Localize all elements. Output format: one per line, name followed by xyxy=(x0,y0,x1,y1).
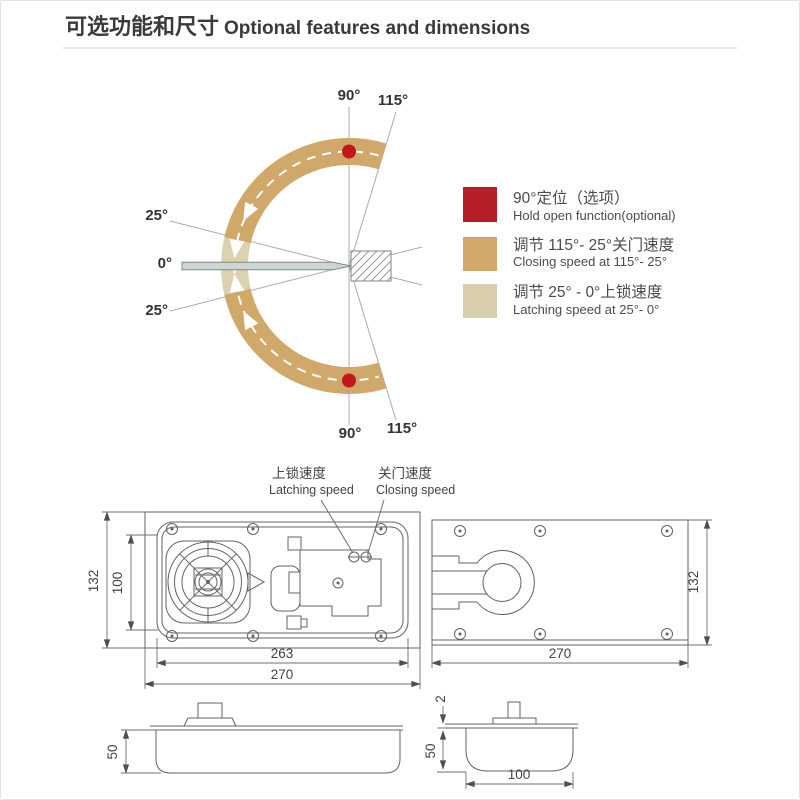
adjuster-labels: 上锁速度 Latching speed 关门速度 Closing speed xyxy=(269,466,455,497)
closing-speed-band-upper xyxy=(224,138,387,244)
dim-263: 263 xyxy=(271,646,294,661)
tub-body-side xyxy=(155,730,401,774)
label-25-lower: 25° xyxy=(145,302,168,319)
dim-100: 100 xyxy=(508,767,531,782)
label-0: 0° xyxy=(158,255,172,272)
body-outer-rect xyxy=(144,511,421,649)
spindle-base-side xyxy=(183,717,237,727)
arrow-lower-inner xyxy=(229,274,245,293)
spindle-center xyxy=(206,580,210,584)
speed-adjustment-screws xyxy=(348,551,372,563)
legend-latching-zh: 调节 25° - 0°上锁速度 xyxy=(513,283,662,301)
door-leaf xyxy=(181,261,352,271)
cover-screw-holes xyxy=(454,525,673,640)
spring-mechanism xyxy=(165,540,266,624)
cover-plan-dimensions xyxy=(431,519,712,668)
cam-tip xyxy=(247,572,266,592)
dim-132-left: 132 xyxy=(86,570,101,593)
dim-270-body: 270 xyxy=(271,667,294,682)
legend-swatch-closing xyxy=(463,237,497,271)
body-end-view xyxy=(445,701,578,772)
body-plan-dimensions xyxy=(102,511,421,689)
spindle-base-end xyxy=(492,717,537,725)
legend-swatch-hold-open xyxy=(463,187,497,222)
dim-132-cover: 132 xyxy=(686,571,701,594)
adjuster-callouts: 上锁速度 Latching speed 关门速度 Closing speed xyxy=(269,466,455,554)
angle-labels: 90° 115° 25° 0° 25° 90° 115° xyxy=(145,87,417,442)
body-end-dimensions xyxy=(437,706,574,789)
closing-speed-label-en: Closing speed xyxy=(376,483,455,497)
spindle-square xyxy=(193,567,223,597)
body-plan-dim-text: 132 100 263 270 xyxy=(86,570,293,682)
label-25-upper: 25° xyxy=(145,207,168,224)
dim-50-side: 50 xyxy=(105,744,120,759)
cover-rect xyxy=(431,519,689,646)
latching-speed-label-en: Latching speed xyxy=(269,483,354,497)
dim-2: 2 xyxy=(433,695,448,703)
keyhole-cutout xyxy=(432,550,535,615)
body-side-dimensions xyxy=(121,729,161,774)
legend-closing-en: Closing speed at 115°- 25° xyxy=(513,254,667,269)
line-115deg-upper xyxy=(348,111,397,267)
tub-body-end xyxy=(465,728,574,772)
page-title-en: Optional features and dimensions xyxy=(224,18,530,39)
line-115deg-lower xyxy=(348,265,397,421)
label-90-bottom: 90° xyxy=(339,425,362,442)
hatch-lines xyxy=(350,250,392,282)
label-115-bottom: 115° xyxy=(387,420,417,437)
valve-plate xyxy=(286,536,382,630)
hold-open-dot-upper xyxy=(342,144,356,159)
legend-hold-open-en: Hold open function(optional) xyxy=(513,208,676,223)
dim-50-end: 50 xyxy=(423,743,438,758)
closing-direction-arrows xyxy=(229,201,259,331)
legend: 90°定位（选项） Hold open function(optional) 调… xyxy=(463,187,676,318)
cover-plan-dim-text: 270 132 xyxy=(549,571,701,661)
page-title-zh: 可选功能和尺寸 xyxy=(65,14,219,39)
spindle-stem-end xyxy=(507,701,521,719)
closing-speed-band-lower xyxy=(224,288,387,394)
legend-closing-zh: 调节 115°- 25°关门速度 xyxy=(513,236,674,254)
dim-100-left: 100 xyxy=(110,572,125,595)
arrow-upper-outer xyxy=(243,201,259,222)
spindle-stem-side xyxy=(197,702,223,719)
legend-latching-en: Latching speed at 25°- 0° xyxy=(513,302,659,317)
legend-hold-open-zh: 90°定位（选项） xyxy=(513,189,629,207)
body-end-dim-text: 2 50 100 xyxy=(423,695,530,782)
body-cover-outline xyxy=(156,521,409,639)
legend-swatch-latching xyxy=(463,284,497,318)
cover-plan-view xyxy=(431,519,689,646)
swing-angle-diagram: 90° 115° 25° 0° 25° 90° 115° xyxy=(145,87,423,442)
dim-270-cover: 270 xyxy=(549,646,572,661)
body-inner-outline xyxy=(161,526,404,634)
arrow-lower-outer xyxy=(243,310,259,331)
middle-cutout xyxy=(270,565,301,612)
arrow-upper-inner xyxy=(229,239,245,258)
body-plan-view xyxy=(144,511,421,649)
hold-open-dot-lower xyxy=(342,373,356,388)
label-115-top: 115° xyxy=(378,92,408,109)
latching-speed-label-zh: 上锁速度 xyxy=(272,466,326,481)
closing-speed-label-zh: 关门速度 xyxy=(378,466,432,481)
body-side-view xyxy=(150,702,403,774)
body-screws xyxy=(166,523,387,642)
label-90-top: 90° xyxy=(338,87,361,104)
legend-text: 90°定位（选项） Hold open function(optional) 调… xyxy=(513,189,676,317)
door-frame-hatched xyxy=(350,250,392,282)
